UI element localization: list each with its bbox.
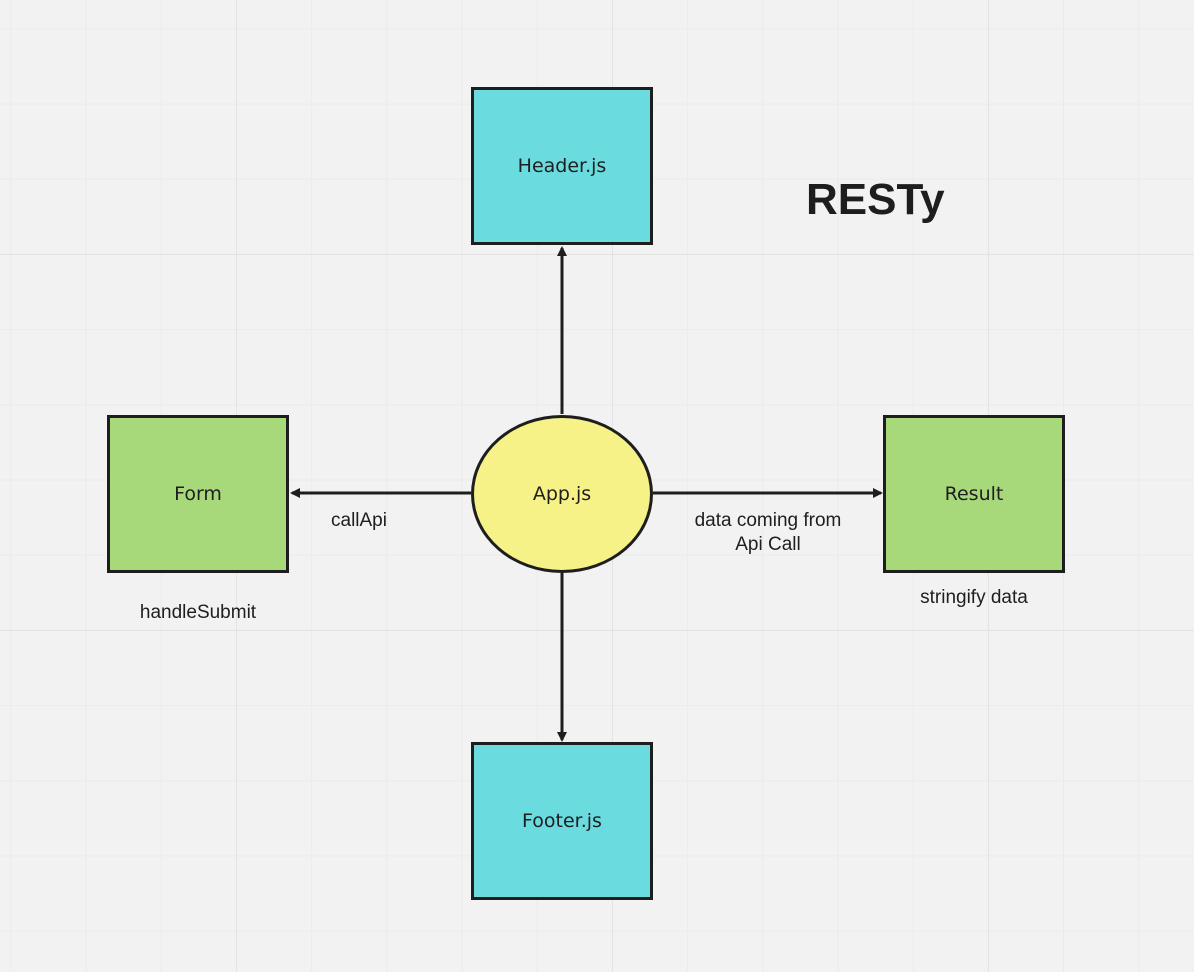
edge-label-data-coming-line1: data coming from [694, 510, 842, 531]
edge-label-data-coming-line2: Api Call [735, 534, 801, 555]
annotation-stringify-data: stringify data [920, 587, 1028, 608]
header-node[interactable]: Header.js [471, 87, 653, 245]
diagram-title: RESTy [806, 175, 945, 224]
form-node[interactable]: Form [107, 415, 289, 573]
footer-node[interactable]: Footer.js [471, 742, 653, 900]
result-node[interactable]: Result [883, 415, 1065, 573]
header-node-label: Header.js [517, 155, 607, 177]
edge-label-call-api: callApi [331, 510, 387, 531]
app-node-label: App.js [532, 483, 592, 505]
app-node[interactable]: App.js [471, 415, 653, 573]
edge-label-data-coming: data coming from Api Call [668, 509, 868, 557]
form-node-label: Form [174, 483, 222, 505]
result-node-label: Result [944, 483, 1004, 505]
footer-node-label: Footer.js [522, 810, 602, 832]
annotation-handle-submit: handleSubmit [139, 602, 257, 623]
